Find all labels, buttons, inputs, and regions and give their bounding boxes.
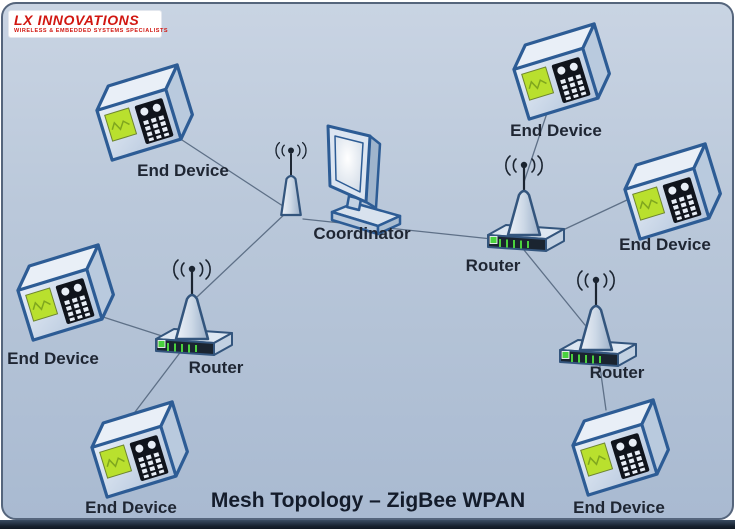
link-ed-top-left-coordinator [181,139,290,211]
router-right-icon [486,154,566,253]
coordinator-label: Coordinator [313,224,411,243]
router-bottom-right-label: Router [589,363,645,382]
logo: LX INNOVATIONS WIRELESS & EMBEDDED SYSTE… [8,10,169,38]
end-device-middle-left-label: End Device [7,349,99,368]
end-device-bottom-left-label: End Device [85,498,177,517]
end-device-bottom-left-icon [84,400,195,499]
end-device-top-left-icon [89,63,200,162]
end-device-bottom-right-icon [565,398,676,497]
link-router-bottom-right-ed-bottom-right [598,359,607,411]
link-coordinator-router-left [196,209,290,298]
end-device-middle-left-icon [10,243,121,342]
link-coordinator-router-right [302,218,493,240]
router-left-label: Router [188,358,244,377]
end-device-top-right-icon [506,22,617,121]
logo-brand-text: LX INNOVATIONS [14,12,140,28]
logo-tagline-text: WIRELESS & EMBEDDED SYSTEMS SPECIALISTS [14,28,169,34]
link-router-right-router-bottom-right [523,249,586,326]
coordinator-icon [274,124,402,236]
bottom-shadow-bar [0,520,735,529]
coordinator-monitor-icon [326,124,402,236]
link-ed-top-right-router-right [523,109,549,183]
end-device-bottom-right-label: End Device [573,498,665,517]
connection-lines [99,109,628,413]
link-ed-middle-left-router-left [99,315,163,337]
link-router-left-ed-bottom-left [134,349,183,413]
end-device-top-left-label: End Device [137,161,229,180]
end-device-top-right-label: End Device [510,121,602,140]
router-right-label: Router [465,256,521,275]
router-bottom-right-icon [558,269,638,368]
end-device-right-label: End Device [619,235,711,254]
end-device-right-icon [617,142,728,241]
diagram-title: Mesh Topology – ZigBee WPAN [210,489,526,512]
